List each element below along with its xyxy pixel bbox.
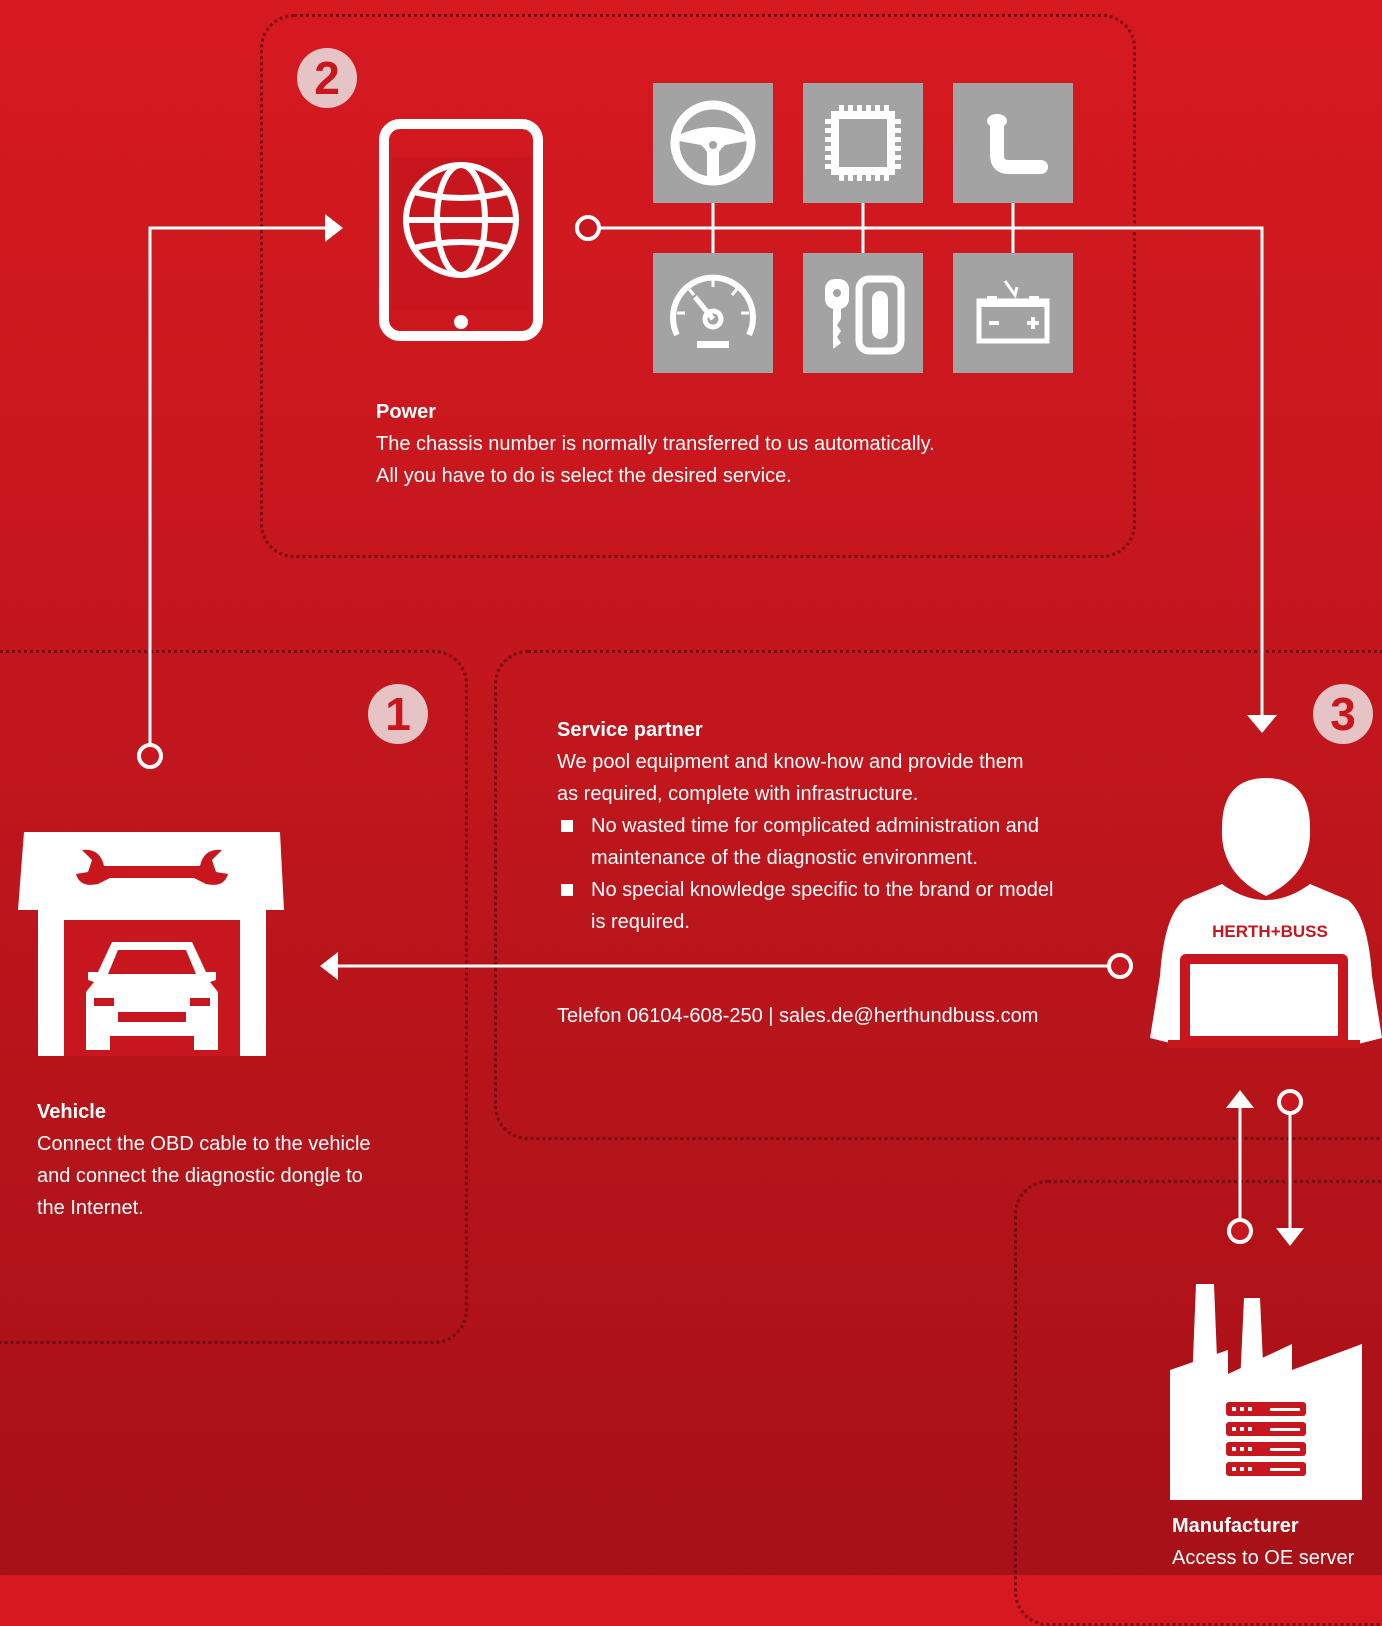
service-description: Service partner We pool equipment and kn…	[557, 714, 1137, 938]
steering-wheel-icon	[653, 83, 773, 203]
service-bullet-1: No wasted time for complicated administr…	[557, 810, 1137, 874]
vehicle-region	[0, 650, 468, 1344]
step-2-badge: 2	[297, 48, 357, 108]
power-region	[260, 14, 1136, 558]
vehicle-line-3: the Internet.	[37, 1197, 144, 1219]
service-title: Service partner	[557, 719, 703, 741]
garage-car-icon	[18, 832, 286, 1058]
speedometer-icon	[653, 253, 773, 373]
manufacturer-line-1: Access to OE server	[1172, 1547, 1355, 1569]
factory-server-icon	[1170, 1280, 1362, 1502]
bullet-square	[561, 820, 573, 832]
bullet-2-line-1: No special knowledge specific to the bra…	[591, 879, 1054, 901]
power-line-1: The chassis number is normally transferr…	[376, 433, 935, 455]
exhaust-pipe-icon	[953, 83, 1073, 203]
manufacturer-title: Manufacturer	[1172, 1515, 1299, 1537]
vehicle-line-2: and connect the diagnostic dongle to	[37, 1165, 363, 1187]
technician-laptop-icon: HERTH+BUSS	[1150, 776, 1382, 1062]
battery-icon	[953, 253, 1073, 373]
step-3-badge: 3	[1313, 684, 1373, 744]
bullet-square	[561, 884, 573, 896]
service-region	[494, 650, 1382, 1140]
chip-icon	[803, 83, 923, 203]
bullet-2-line-2: is required.	[591, 911, 690, 933]
car-key-icon	[803, 253, 923, 373]
service-bullet-2: No special knowledge specific to the bra…	[557, 874, 1137, 938]
contact-info[interactable]: Telefon 06104-608-250 | sales.de@herthun…	[557, 1005, 1039, 1027]
vehicle-description: Vehicle Connect the OBD cable to the veh…	[37, 1096, 371, 1224]
tablet-globe-icon	[378, 118, 544, 342]
bullet-1-line-2: maintenance of the diagnostic environmen…	[591, 847, 978, 869]
connector-lines	[139, 217, 1301, 1242]
service-line-1: We pool equipment and know-how and provi…	[557, 751, 1024, 773]
vehicle-line-1: Connect the OBD cable to the vehicle	[37, 1133, 371, 1155]
power-line-2: All you have to do is select the desired…	[376, 465, 792, 487]
power-description: Power The chassis number is normally tra…	[376, 396, 935, 492]
service-line-2: as required, complete with infrastructur…	[557, 783, 919, 805]
vehicle-title: Vehicle	[37, 1101, 106, 1123]
power-title: Power	[376, 401, 437, 423]
step-1-badge: 1	[368, 684, 428, 744]
herth-buss-logo: HERTH+BUSS	[1212, 922, 1328, 941]
bullet-1-line-1: No wasted time for complicated administr…	[591, 815, 1039, 837]
manufacturer-description: Manufacturer Access to OE server	[1172, 1510, 1382, 1574]
